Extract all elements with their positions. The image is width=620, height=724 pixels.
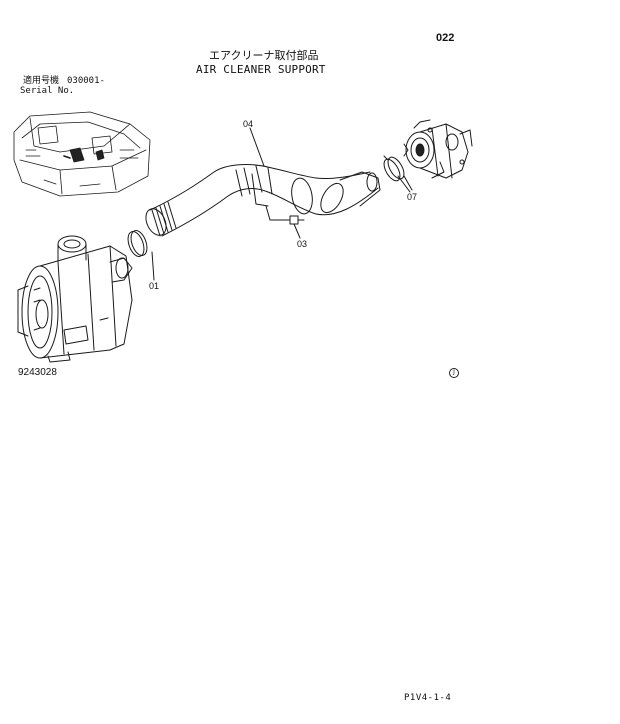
drawing-number: 9243028 — [18, 367, 57, 378]
clamp-07 — [383, 155, 413, 191]
sensor-03 — [265, 205, 305, 239]
serial-label-japanese: 適用号機 — [23, 76, 60, 86]
air-cleaner — [17, 235, 133, 363]
page-number: 022 — [436, 32, 455, 44]
callout-04[interactable]: 04 — [243, 119, 254, 129]
intake-hose-04 — [145, 127, 381, 237]
page-title: AIR CLEANER SUPPORT — [196, 63, 326, 76]
clamp-01 — [127, 230, 155, 281]
serial-label: Serial No. — [20, 86, 75, 96]
callout-07[interactable]: 07 — [407, 192, 418, 202]
callout-03[interactable]: 03 — [297, 239, 308, 249]
page-title-japanese: エアクリーナ取付部品 — [209, 49, 319, 62]
circled-letter-icon: 𝖩 — [449, 368, 459, 378]
machine-thumbnail — [13, 111, 151, 197]
turbocharger — [403, 119, 473, 179]
serial-value: 030001- — [67, 76, 105, 86]
callout-01[interactable]: 01 — [149, 281, 160, 291]
leader-07 — [397, 175, 411, 193]
footer-code: P1V4-1-4 — [404, 693, 452, 703]
